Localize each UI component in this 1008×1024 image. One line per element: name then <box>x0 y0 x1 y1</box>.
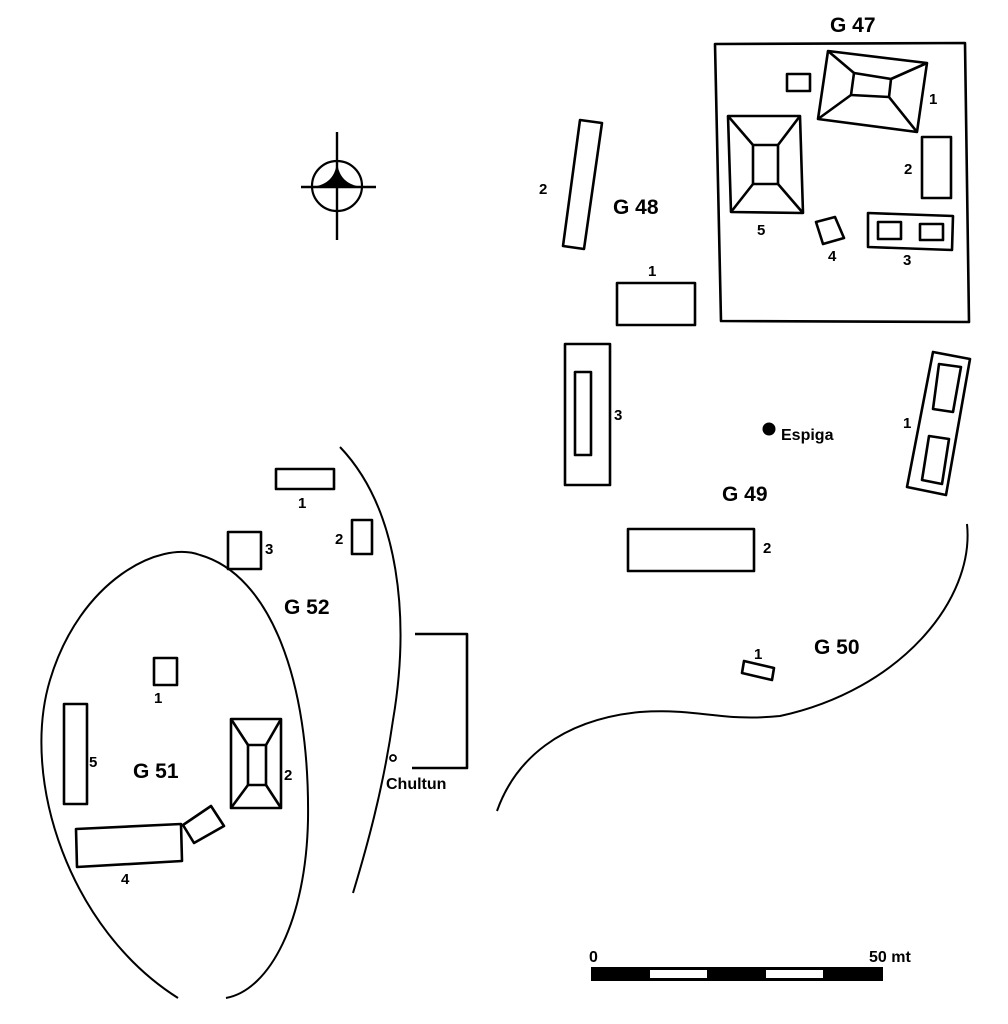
g52-label-2: 2 <box>335 531 343 548</box>
g48-structure-2 <box>561 118 604 251</box>
g47-label-4: 4 <box>828 248 837 265</box>
g51-label-4: 4 <box>121 871 130 888</box>
g47-structure-3 <box>866 211 955 252</box>
g48-label-1: 1 <box>648 263 656 280</box>
group-g52: 1 2 3 G 52 Chultun <box>226 446 469 894</box>
g51-structure-1 <box>152 656 179 687</box>
g47-label-1: 1 <box>929 91 937 108</box>
g51-label-1: 1 <box>154 690 162 707</box>
g49-label-1: 1 <box>903 415 911 432</box>
g47-label-5: 5 <box>757 222 765 239</box>
g52-structure-3 <box>226 530 263 571</box>
g51-structure-5 <box>62 702 89 806</box>
espiga-marker <box>762 422 776 436</box>
g47-structure-1-pyramid <box>816 49 929 134</box>
espiga-label: Espiga <box>781 427 834 444</box>
scale-bar-segment-white-2 <box>766 970 823 978</box>
g48-structure-1 <box>615 281 697 327</box>
group-label-g48: G 48 <box>613 196 659 219</box>
g51-label-2: 2 <box>284 767 292 784</box>
g48-label-3: 3 <box>614 407 622 424</box>
g52-boundary-line <box>339 446 402 894</box>
g52-label-1: 1 <box>298 495 306 512</box>
g51-structure-4 <box>74 822 184 869</box>
g47-small-structure <box>785 72 812 93</box>
group-label-g52: G 52 <box>284 596 330 619</box>
group-g47: G 47 1 2 5 4 <box>713 14 971 324</box>
g49-label-2: 2 <box>763 540 771 557</box>
g52-bracket-structure <box>412 632 469 770</box>
group-label-g51: G 51 <box>133 760 179 783</box>
north-arrow-icon <box>301 132 376 240</box>
g50-structure-1 <box>740 659 776 682</box>
g52-structure-2 <box>350 518 374 556</box>
scale-bar-frame <box>591 967 883 981</box>
g51-small-structure <box>181 804 226 845</box>
group-g48: G 48 2 1 3 <box>539 118 697 487</box>
group-label-g49: G 49 <box>722 483 768 506</box>
chultun-marker <box>389 754 397 762</box>
chultun-label: Chultun <box>386 776 446 793</box>
g51-boundary-ellipse <box>40 550 310 999</box>
g47-label-3: 3 <box>903 252 911 269</box>
scale-bar: 0 50 mt <box>589 949 911 981</box>
g50-label-1: 1 <box>754 646 762 663</box>
group-g50: 1 G 50 <box>496 523 969 812</box>
group-g49: Espiga G 49 1 2 <box>626 350 972 573</box>
g47-enclosure <box>713 41 971 324</box>
group-label-g50: G 50 <box>814 636 860 659</box>
g49-structure-1 <box>905 350 972 497</box>
g48-structure-3 <box>563 342 612 487</box>
g47-structure-4 <box>814 215 846 246</box>
g47-structure-5-pyramid <box>726 114 805 215</box>
group-label-g47: G 47 <box>830 14 876 37</box>
g49-structure-2 <box>626 527 756 573</box>
group-g51: 1 5 G 51 2 4 <box>40 550 310 999</box>
g48-label-2: 2 <box>539 181 547 198</box>
g47-label-2: 2 <box>904 161 912 178</box>
scale-bar-end-label: 50 mt <box>869 949 911 966</box>
g50-boundary-line <box>496 523 969 812</box>
g52-structure-1 <box>274 467 336 491</box>
scale-bar-start-label: 0 <box>589 949 598 966</box>
scale-bar-segment-white-1 <box>650 970 707 978</box>
g51-label-5: 5 <box>89 754 97 771</box>
g52-label-3: 3 <box>265 541 273 558</box>
g47-structure-2 <box>920 135 953 200</box>
g51-structure-2-pyramid <box>229 717 283 810</box>
